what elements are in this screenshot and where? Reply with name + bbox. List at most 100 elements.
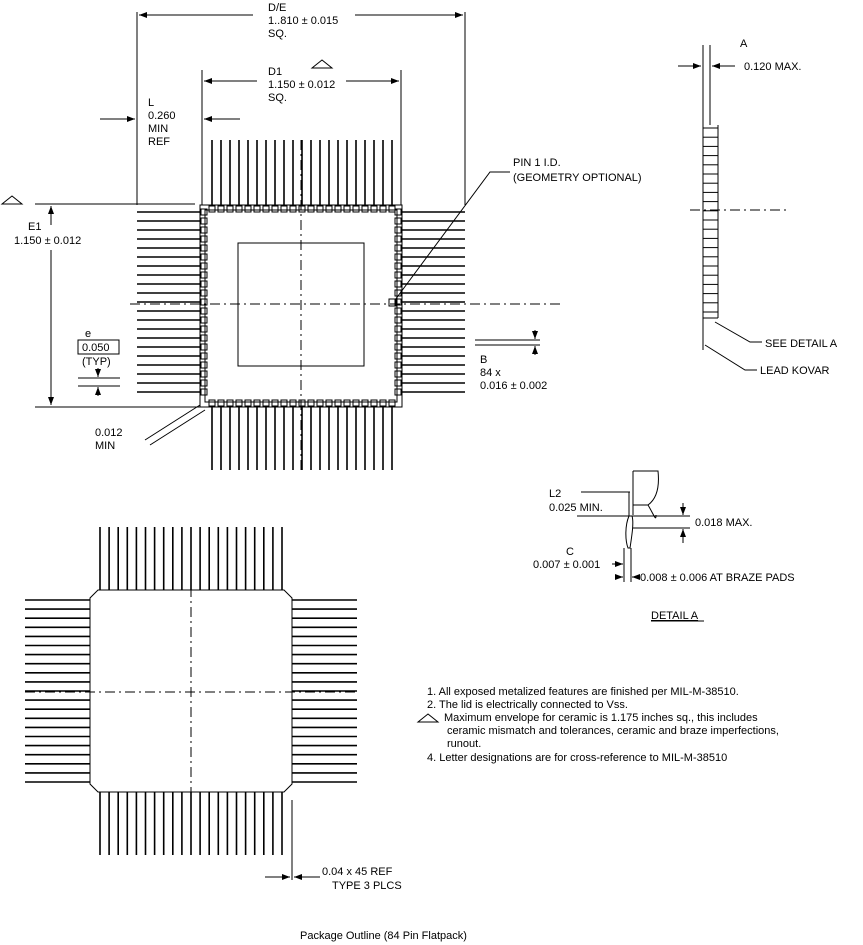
braze-pad [394,370,402,378]
braze-pad [200,370,208,378]
braze-pad [361,205,369,213]
braze-pad [226,399,234,407]
e1-label: E1 [28,221,41,233]
braze-pad [208,399,216,407]
braze-pad [200,361,208,369]
l2-value: 0.025 MIN. [549,502,603,514]
braze-pad [200,235,208,243]
note-1: 1. All exposed metalized features are fi… [427,686,739,698]
braze-pad [217,399,225,407]
d1-value: 1.150 ± 0.012 [268,79,335,91]
braze-pad [343,205,351,213]
braze-pad [253,399,261,407]
note-3-flag-icon [0,195,24,205]
braze-pad [200,325,208,333]
caption: Package Outline (84 Pin Flatpack) [300,930,467,942]
braze-pad [394,271,402,279]
note-3-flag-icon [310,59,334,69]
bottom-view: 0.04 x 45 REF TYPE 3 PLCS [25,527,402,892]
braze-pad [370,399,378,407]
l-min: MIN [148,123,168,135]
braze-pad [316,399,324,407]
braze-pad [200,388,208,396]
d1-label: D1 [268,66,282,78]
braze-pad [394,262,402,270]
c-value: 0.007 ± 0.001 [533,559,600,571]
braze-pad [200,334,208,342]
braze-pad [200,298,208,306]
a-value: 0.120 MAX. [744,61,801,73]
braze-pad [394,253,402,261]
pin1-label: PIN 1 I.D. [513,157,561,169]
braze-pad [316,205,324,213]
e-value-box [77,339,120,355]
b-count: 84 x [480,367,501,379]
braze-pad [235,205,243,213]
notes: 1. All exposed metalized features are fi… [416,686,779,764]
corner-value: 0.012 [95,427,123,439]
braze-pad [394,388,402,396]
note-3-line-3: runout. [447,738,481,750]
braze-pads [200,205,402,407]
braze-pad [394,361,402,369]
de-value: 1..810 ± 0.015 [268,15,338,27]
max-value: 0.018 MAX. [695,517,752,529]
braze-pad [200,262,208,270]
note-3-line-2: ceramic mismatch and tolerances, ceramic… [447,725,779,737]
c-label: C [566,546,574,558]
braze-pad [361,399,369,407]
braze-pad [298,399,306,407]
b-value: 0.016 ± 0.002 [480,380,547,392]
note-3-line-1: Maximum envelope for ceramic is 1.175 in… [444,712,758,724]
braze-pad [334,205,342,213]
de-label: D/E [268,2,286,14]
top-view-leads [137,140,465,470]
braze-pad [226,205,234,213]
braze-pad [217,205,225,213]
corner-min: MIN [95,440,115,452]
note-2: 2. The lid is electrically connected to … [427,699,628,711]
braze-pad [394,343,402,351]
b-label: B [480,354,487,366]
braze-pad [307,399,315,407]
braze-pad [394,316,402,324]
braze-pad [253,205,261,213]
braze-pad [200,280,208,288]
braze-pad [394,325,402,333]
note-3-flag-icon [416,713,440,723]
braze-pad [200,307,208,315]
braze-pad [343,399,351,407]
braze-pad [244,399,252,407]
braze-pad [235,399,243,407]
braze-pad [307,205,315,213]
e-value: 0.050 [82,342,110,354]
top-view: D/E 1..810 ± 0.015 SQ. D1 1.150 ± 0.012 … [0,2,642,470]
braze-pad [325,399,333,407]
braze-pad [370,205,378,213]
l-value: 0.260 [148,110,176,122]
braze-pad [394,352,402,360]
braze-pad [262,399,270,407]
braze-pad [200,271,208,279]
detail-a-title: DETAIL A [651,610,699,622]
braze-pad [200,352,208,360]
braze-pad [394,334,402,342]
a-label: A [740,38,748,50]
braze-pad [394,235,402,243]
detail-a: L2 0.025 MIN. 0.018 MAX. C 0.007 ± 0.001… [533,470,795,622]
e-label: e [85,328,91,340]
chamfer-value: 0.04 x 45 REF [322,866,393,878]
braze-pad [200,316,208,324]
braze-pad [394,379,402,387]
braze-pad [271,205,279,213]
braze-pad [244,205,252,213]
bottom-body [89,589,293,793]
pin1-marker [388,298,397,307]
braze-pad [280,399,288,407]
braze-pad [394,280,402,288]
lead-kovar: LEAD KOVAR [760,365,830,377]
braze-pad [262,205,270,213]
braze-pad [200,244,208,252]
braze-pad [394,244,402,252]
